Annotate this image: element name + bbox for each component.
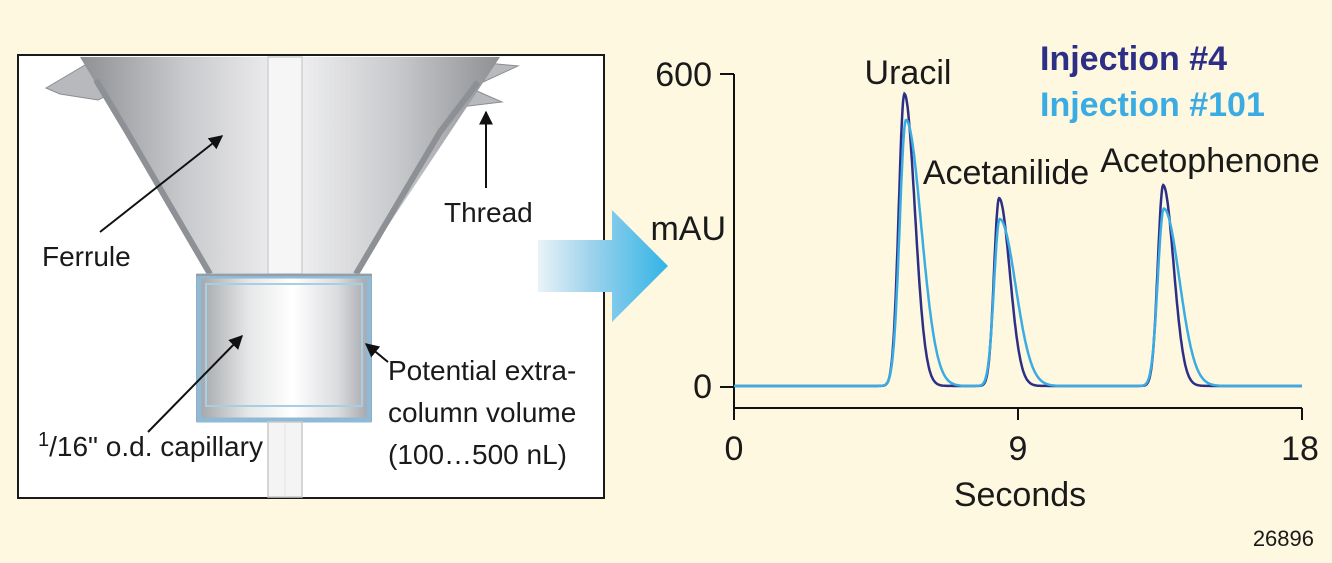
- x-axis-label: Seconds: [954, 476, 1086, 514]
- x-tick-label-18: 18: [1281, 430, 1319, 468]
- peak-label-acetanilide: Acetanilide: [923, 154, 1089, 192]
- x-tick-label-0: 0: [725, 430, 744, 468]
- volume-label-line3: (100…500 nL): [388, 439, 567, 470]
- thread-label: Thread: [444, 197, 533, 228]
- volume-label-line1: Potential extra-: [388, 355, 576, 386]
- fitting-diagram: Ferrule Thread 1/16" o.d. capillary Pote…: [17, 54, 605, 499]
- extra-column-volume: [196, 274, 372, 422]
- capillary-arrow: [147, 334, 243, 433]
- capillary-top: [267, 56, 303, 275]
- capillary-label-den: /16" o.d. capillary: [49, 431, 263, 462]
- volume-arrow: [364, 343, 389, 363]
- capillary-label-num: 1: [38, 429, 49, 451]
- ferrule-arrow: [99, 135, 224, 233]
- ferrule-edge-right: [353, 80, 481, 276]
- y-axis-label: mAU: [650, 210, 726, 248]
- legend-injection-4: Injection #4: [1040, 40, 1227, 78]
- y-tick-label-0: 0: [693, 368, 712, 406]
- peak-label-uracil: Uracil: [865, 54, 952, 92]
- peak-label-acetophenone: Acetophenone: [1100, 142, 1319, 180]
- volume-outline-inner: [205, 283, 363, 407]
- volume-label-line2: column volume: [388, 397, 576, 428]
- ferrule-edge-left: [93, 78, 213, 276]
- figure-number: 26896: [1253, 526, 1314, 551]
- chromatogram: 600 0 mAU 0 9 18 Seconds Uracil Acetanil…: [650, 40, 1319, 514]
- ferrule-label: Ferrule: [42, 241, 131, 272]
- x-tick-label-9: 9: [1009, 430, 1028, 468]
- series-layer: [734, 91, 1302, 388]
- capillary-label: 1/16" o.d. capillary: [38, 429, 263, 462]
- legend-injection-101: Injection #101: [1040, 86, 1265, 124]
- y-tick-label-600: 600: [655, 56, 712, 94]
- series-line-injection-101: [734, 118, 1302, 388]
- transition-arrow: [538, 210, 668, 322]
- series-line-injection-4: [734, 91, 1302, 388]
